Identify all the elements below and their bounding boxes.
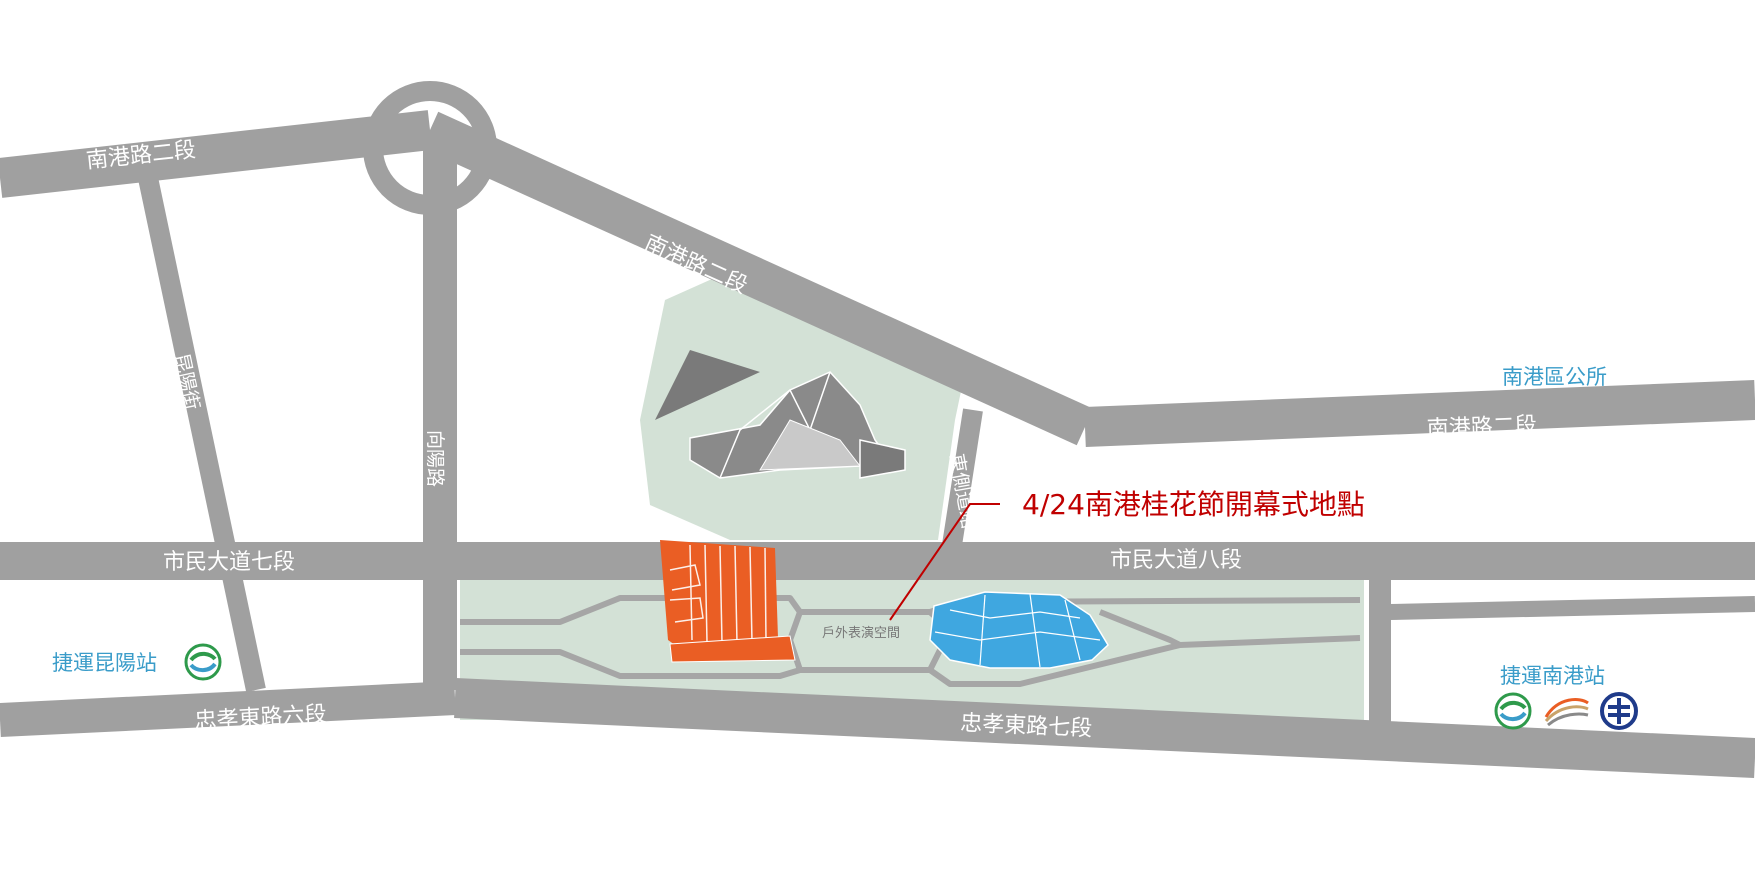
label-mrt-nangang: 捷運南港站 — [1500, 664, 1605, 688]
road-nangang-east — [1084, 380, 1755, 447]
label-mrt-kunyang: 捷運昆陽站 — [52, 651, 157, 675]
label-kunyang-st: 昆陽街 — [170, 351, 203, 411]
label-xiangyang-rd: 向陽路 — [424, 430, 446, 487]
blue-building-icon — [929, 591, 1109, 669]
hsr-icon — [1544, 698, 1589, 727]
tra-icon — [1600, 692, 1638, 730]
label-civic-blvd-7: 市民大道七段 — [163, 550, 295, 575]
road-nangang-diagonal — [421, 111, 1094, 446]
label-district-office: 南港區公所 — [1502, 365, 1607, 389]
road-east-side — [942, 408, 983, 547]
callout-event-location: 4/24南港桂花節開幕式地點 — [1022, 488, 1365, 521]
label-outdoor-stage: 戶外表演空間 — [822, 625, 900, 641]
mrt-icon — [184, 643, 222, 681]
road-kunyang — [138, 175, 266, 693]
label-nangang-east: 南港路二段 — [1426, 413, 1537, 442]
mrt-icon — [1494, 692, 1532, 730]
roundabout — [363, 81, 497, 215]
label-civic-blvd-8: 市民大道八段 — [1110, 548, 1242, 573]
road-zhongxiao-6 — [0, 681, 456, 737]
label-zhongxiao-7: 忠孝東路七段 — [960, 711, 1093, 742]
road-east-minor — [1389, 596, 1755, 620]
orange-building-icon — [660, 540, 796, 663]
road-nangang-west — [0, 110, 433, 198]
road-network — [0, 110, 1755, 778]
callout-leader-line — [889, 503, 1000, 621]
gray-building-icon — [655, 350, 906, 479]
road-zhongxiao-7 — [454, 678, 1755, 778]
